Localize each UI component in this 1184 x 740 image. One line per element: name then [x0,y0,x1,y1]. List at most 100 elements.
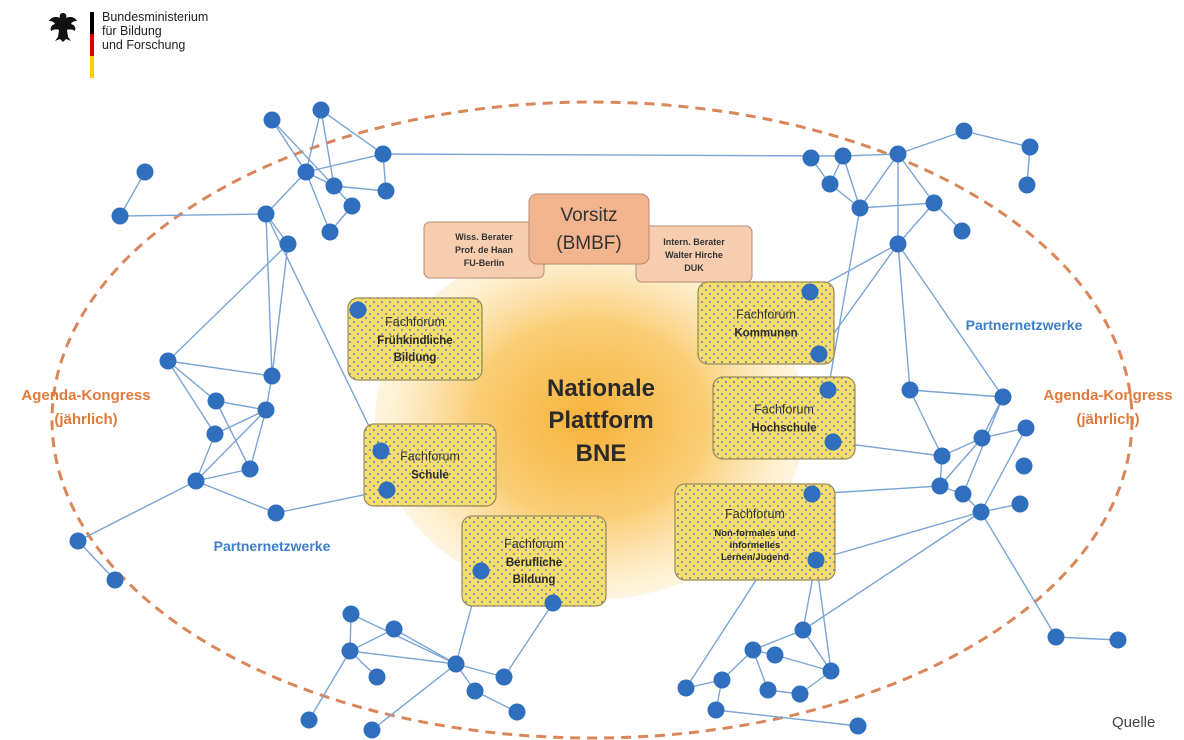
center-line-2: Plattform [548,407,653,434]
network-node [69,532,87,550]
network-edge [393,628,457,665]
advisor-right-box: Intern. Berater Walter Hirche DUK [635,225,753,283]
logo-line-1: Bundesministerium [102,10,209,24]
forum-name-line: Schule [411,470,449,482]
forum-name-line: informelles [730,540,781,551]
network-node [257,401,275,419]
network-node [349,301,367,319]
network-node [495,668,513,686]
network-node [889,145,907,163]
network-edge [195,468,251,482]
network-node [1015,457,1033,475]
agenda-left-line-1: Agenda-Kongress [21,387,150,404]
network-node [677,679,695,697]
eagle-icon [49,13,77,42]
network-node [744,641,762,659]
network-node [341,642,359,660]
network-edge [320,109,384,155]
network-node [834,147,852,165]
logo-line-2: für Bildung [102,24,162,38]
network-edge [265,171,307,215]
partner-left-label: Partnernetzwerke [214,538,331,554]
network-node [925,194,943,212]
forum-title: Fachforum [504,537,564,551]
agenda-ellipse [50,100,1134,740]
network-edge [119,213,267,217]
network-node [1109,631,1127,649]
network-node [385,620,403,638]
partner-right-label: Partnernetzwerke [966,317,1083,333]
network-node [207,392,225,410]
network-edge [802,511,982,631]
network-edges [77,109,1119,731]
network-node [377,182,395,200]
network-edge [77,540,116,581]
forum-title: Fachforum [754,403,814,417]
network-edge [503,602,554,678]
network-edge [333,185,387,192]
advisor-left-line-2: Prof. de Haan [455,245,513,255]
network-node [1047,628,1065,646]
agenda-right-line-2: (jährlich) [1076,411,1139,428]
network-node [321,223,339,241]
network-node [819,381,837,399]
network-edge [195,409,267,482]
network-edge [909,389,943,457]
flag-bar [90,12,94,78]
network-node [300,711,318,729]
network-node [325,177,343,195]
forum-boxes: FachforumFrühkindlicheBildungFachforumSc… [347,281,856,607]
network-node [1018,176,1036,194]
network-node [802,149,820,167]
network-edge [265,213,382,452]
network-node [111,207,129,225]
forum-title: Fachforum [400,450,460,464]
network-edge [271,243,289,377]
forum-name-line: Lernen/Jugend [721,552,789,563]
source-label: Quelle [1112,714,1156,731]
advisor-right-line-1: Intern. Berater [663,237,725,247]
agenda-right-line-1: Agenda-Kongress [1043,387,1172,404]
network-node [901,381,919,399]
network-edge [897,153,935,204]
network-edge [195,480,277,514]
network-edge [271,119,335,187]
network-edge [897,243,911,391]
network-node [466,682,484,700]
network-node [372,442,390,460]
bmbf-logo: Bundesministerium für Bildung und Forsch… [46,8,266,78]
network-node [508,703,526,721]
network-node [472,562,490,580]
network-edge [1055,636,1119,641]
advisor-left-line-3: FU-Berlin [464,258,505,268]
network-node [973,429,991,447]
network-node [810,345,828,363]
network-node [766,646,784,664]
network-edge [897,243,1004,398]
network-edge [842,153,899,157]
network-edge [308,650,351,721]
network-node [206,425,224,443]
forum-name-line: Berufliche [506,557,562,569]
network-node [931,477,949,495]
network-node [106,571,124,589]
network-node [241,460,259,478]
network-edge [939,437,983,487]
network-edge [909,389,1004,398]
network-node [955,122,973,140]
network-node [374,145,392,163]
network-edge [350,613,457,665]
network-edge [167,360,217,402]
center-line-3: BNE [576,440,627,467]
network-node [378,481,396,499]
network-edge [897,202,935,245]
network-edge [774,654,832,672]
network-node [267,504,285,522]
network-node [1011,495,1029,513]
network-node [713,671,731,689]
network-node [257,205,275,223]
